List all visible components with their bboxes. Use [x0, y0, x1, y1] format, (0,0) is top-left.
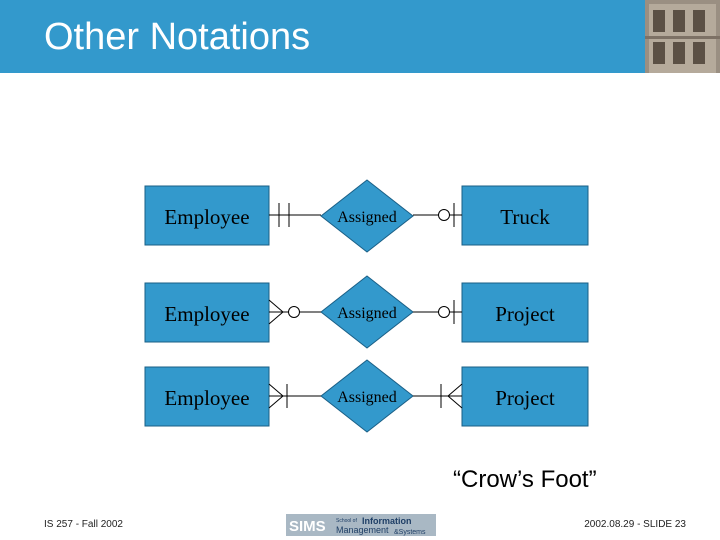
entity-box: [461, 366, 589, 427]
entity-box: [461, 282, 589, 343]
entity-label: Employee: [164, 386, 249, 410]
crows-foot-mark: [268, 311, 284, 325]
entity-label: Employee: [164, 302, 249, 326]
slide-number-footer: 2002.08.29 - SLIDE 23: [584, 519, 686, 530]
zero-circle-mark: [288, 306, 300, 318]
entity-box: [461, 185, 589, 246]
crows-foot-caption: “Crow’s Foot”: [453, 466, 597, 493]
notation-row-3: Employee Assigned Project: [144, 359, 589, 433]
zero-circle-mark: [438, 306, 450, 318]
logo-management-text: Management: [336, 525, 389, 535]
building-photo: [645, 0, 720, 73]
course-footer: IS 257 - Fall 2002: [44, 519, 123, 530]
slide-title: Other Notations: [44, 16, 311, 58]
entity-label: Employee: [164, 205, 249, 229]
logo-information-text: Information: [362, 516, 412, 526]
logo-systems-text: &Systems: [394, 529, 426, 536]
entity-label: Project: [495, 386, 555, 410]
header-bar: Other Notations: [0, 0, 720, 73]
entity-label: Project: [495, 302, 555, 326]
crows-foot-mark: [268, 395, 284, 409]
crows-foot-mark: [447, 395, 463, 409]
logo-sims-text: SIMS: [289, 518, 326, 535]
relationship-diamond: [320, 179, 414, 253]
entity-box: [144, 282, 270, 343]
notation-row-1: Employee Assigned Truck: [144, 179, 589, 253]
relationship-label: Assigned: [337, 209, 397, 226]
crows-foot-mark: [268, 299, 284, 313]
relationship-diamond: [320, 275, 414, 349]
crows-foot-mark: [447, 383, 463, 397]
sims-logo: SIMS School of Information Management &S…: [286, 514, 436, 536]
crows-foot-mark: [268, 383, 284, 397]
notation-row-2: Employee Assigned Project: [144, 275, 589, 349]
entity-box: [144, 185, 270, 246]
entity-label: Truck: [500, 205, 550, 229]
relationship-label: Assigned: [337, 305, 397, 322]
zero-circle-mark: [438, 209, 450, 221]
entity-box: [144, 366, 270, 427]
relationship-label: Assigned: [337, 389, 397, 406]
logo-school-text: School of: [336, 518, 357, 524]
relationship-diamond: [320, 359, 414, 433]
